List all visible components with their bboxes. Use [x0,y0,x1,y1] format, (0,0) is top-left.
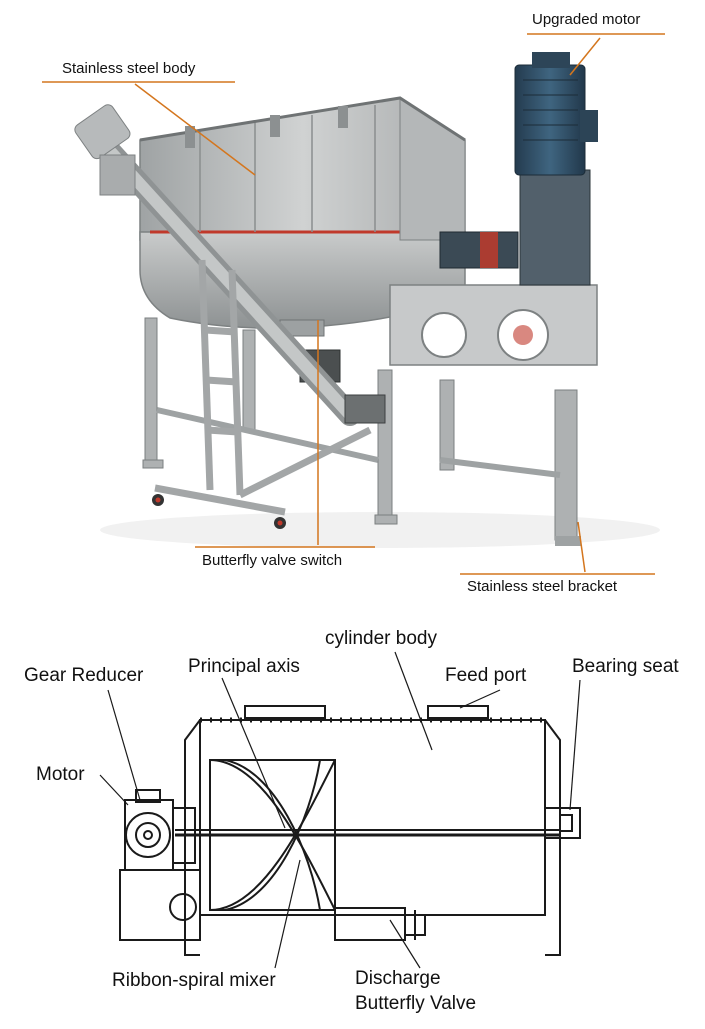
trolley-wheels [152,494,286,529]
callout-stainless-steel-body: Stainless steel body [62,60,196,77]
callout-principal-axis: Principal axis [188,656,300,677]
callout-butterfly-valve: Butterfly Valve [355,993,477,1014]
callout-bearing-seat: Bearing seat [572,656,679,677]
conveyor-trolley [154,259,372,516]
callout-stainless-steel-bracket: Stainless steel bracket [467,578,618,595]
callout-ribbon-spiral-mixer: Ribbon-spiral mixer [112,970,276,991]
hopper-body [139,96,466,383]
mixer-schematic-drawing [99,651,581,969]
schematic-leader-lines [99,651,581,969]
mixer-photo-drawing [42,33,665,575]
mixer-schematic: Gear Reducer Motor Principal axis cylind… [0,610,705,1029]
callout-cylinder-body: cylinder body [325,628,437,649]
callout-discharge: Discharge [355,968,441,989]
callout-gear-reducer: Gear Reducer [24,665,144,686]
mixer-photo: Upgraded motor Stainless steel body Butt… [42,11,665,595]
feed-port-right [427,705,489,719]
schematic-lines [119,705,581,956]
photo-leader-lines [42,33,665,575]
callout-butterfly-valve-switch: Butterfly valve switch [202,552,343,569]
callout-feed-port: Feed port [445,665,527,686]
upgraded-motor-unit [439,52,598,286]
callout-upgraded-motor: Upgraded motor [532,11,641,28]
callout-motor: Motor [36,764,85,785]
drive-frame [389,284,598,546]
screw-conveyor [74,104,386,426]
feed-port-left [244,705,326,719]
